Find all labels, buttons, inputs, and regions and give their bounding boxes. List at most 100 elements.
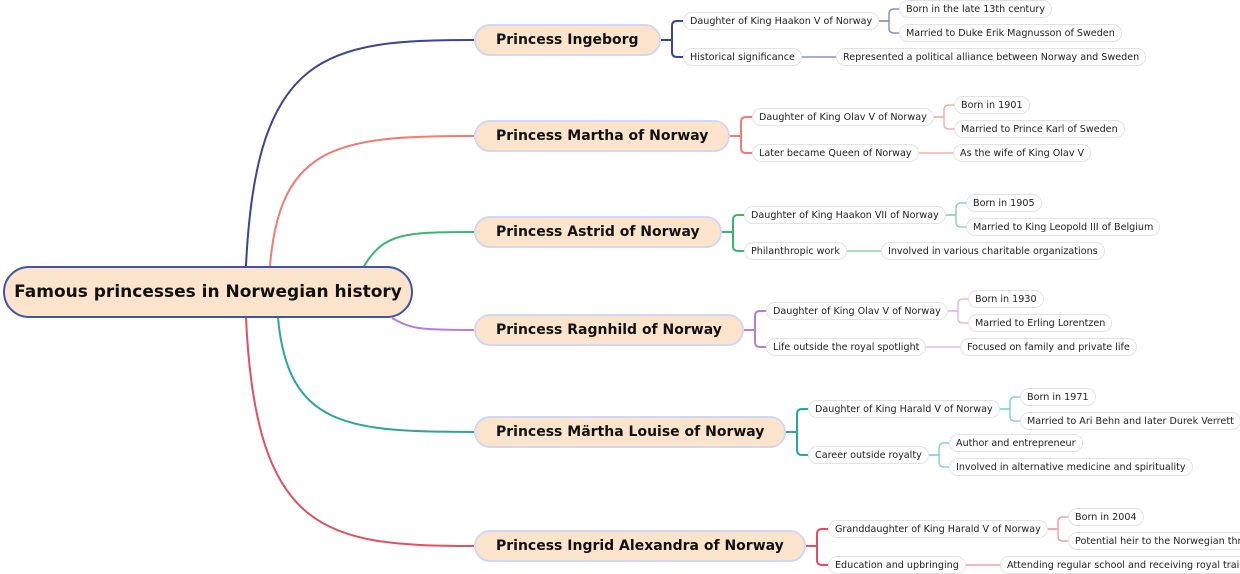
subtopic-label: Education and upbringing <box>835 559 959 571</box>
root-connector <box>245 39 475 267</box>
detail-topic-label: Born in 1971 <box>1027 391 1089 403</box>
detail-topic[interactable]: Married to Duke Erik Magnusson of Sweden <box>899 24 1122 42</box>
detail-topic[interactable]: Potential heir to the Norwegian throne <box>1068 532 1240 550</box>
subtopic[interactable]: Philanthropic work <box>744 242 847 260</box>
subtopic-label: Granddaughter of King Harald V of Norway <box>835 523 1041 535</box>
detail-topic[interactable]: Married to Erling Lorentzen <box>968 314 1113 332</box>
subtopic-connector-0 <box>1048 516 1068 530</box>
detail-topic-label: Married to Erling Lorentzen <box>975 317 1106 329</box>
subtopic[interactable]: Historical significance <box>683 48 802 66</box>
detail-topic[interactable]: Born in 1901 <box>954 96 1030 114</box>
branch-connector-0 <box>730 116 752 137</box>
detail-topic[interactable]: Born in 2004 <box>1068 508 1144 526</box>
subtopic-connector-0 <box>946 202 966 216</box>
detail-topic[interactable]: Born in 1971 <box>1020 388 1096 406</box>
detail-topic-label: Focused on family and private life <box>967 341 1130 353</box>
main-topic-label: Princess Ingrid Alexandra of Norway <box>496 538 784 554</box>
detail-topic-label: Born in the late 13th century <box>906 3 1046 15</box>
detail-topic-label: Involved in alternative medicine and spi… <box>956 461 1186 473</box>
main-topic-label: Princess Ingeborg <box>496 32 639 48</box>
detail-topic-label: Born in 2004 <box>1075 511 1137 523</box>
detail-topic[interactable]: Involved in various charitable organizat… <box>881 242 1105 260</box>
branch-connector-0 <box>744 310 766 331</box>
branch-connector-1 <box>786 431 808 456</box>
subtopic[interactable]: Daughter of King Haakon VII of Norway <box>744 206 946 224</box>
subtopic-connector-1 <box>929 454 949 468</box>
subtopic-connector-1 <box>934 116 954 130</box>
detail-topic-label: Married to Prince Karl of Sweden <box>961 123 1118 135</box>
subtopic-label: Daughter of King Olav V of Norway <box>759 111 927 123</box>
root-connector <box>277 317 475 433</box>
subtopic-connector-0 <box>929 442 949 456</box>
detail-topic-label: Born in 1901 <box>961 99 1023 111</box>
subtopic-connector-1 <box>1048 528 1068 542</box>
root-topic[interactable]: Famous princesses in Norwegian history <box>3 266 413 318</box>
main-topic[interactable]: Princess Märtha Louise of Norway <box>474 416 787 448</box>
subtopic[interactable]: Daughter of King Harald V of Norway <box>808 400 1000 418</box>
detail-topic-label: Married to King Leopold III of Belgium <box>973 221 1154 233</box>
subtopic-label: Life outside the royal spotlight <box>773 341 920 353</box>
subtopic[interactable]: Life outside the royal spotlight <box>766 338 927 356</box>
root-connector <box>391 317 475 331</box>
detail-topic-label: As the wife of King Olav V <box>960 147 1085 159</box>
subtopic[interactable]: Later became Queen of Norway <box>752 144 919 162</box>
main-topic[interactable]: Princess Ingrid Alexandra of Norway <box>474 530 806 562</box>
subtopic[interactable]: Daughter of King Haakon V of Norway <box>683 12 880 30</box>
detail-topic[interactable]: Born in 1905 <box>966 194 1042 212</box>
main-topic-label: Princess Ragnhild of Norway <box>496 322 722 338</box>
detail-topic[interactable]: Married to King Leopold III of Belgium <box>966 218 1161 236</box>
detail-topic-label: Author and entrepreneur <box>956 437 1076 449</box>
root-connector <box>269 135 475 267</box>
subtopic-connector-1 <box>879 20 899 34</box>
subtopic[interactable]: Career outside royalty <box>808 446 929 464</box>
main-topic-label: Princess Martha of Norway <box>496 128 709 144</box>
subtopic-label: Philanthropic work <box>751 245 840 257</box>
branch-connector-1 <box>730 135 752 154</box>
detail-topic[interactable]: Born in 1930 <box>968 290 1044 308</box>
detail-topic[interactable]: Focused on family and private life <box>960 338 1137 356</box>
detail-topic-label: Represented a political alliance between… <box>843 51 1140 63</box>
detail-topic[interactable]: As the wife of King Olav V <box>953 144 1092 162</box>
subtopic[interactable]: Daughter of King Olav V of Norway <box>752 108 934 126</box>
detail-topic[interactable]: Attending regular school and receiving r… <box>1000 556 1240 574</box>
subtopic-label: Historical significance <box>690 51 795 63</box>
subtopic[interactable]: Daughter of King Olav V of Norway <box>766 302 948 320</box>
subtopic-connector-1 <box>1000 408 1020 422</box>
detail-topic-label: Born in 1905 <box>973 197 1035 209</box>
subtopic-label: Daughter of King Olav V of Norway <box>773 305 941 317</box>
subtopic-connector-0 <box>934 104 954 118</box>
detail-topic-label: Involved in various charitable organizat… <box>888 245 1098 257</box>
branch-connector-0 <box>661 20 683 41</box>
detail-topic[interactable]: Married to Ari Behn and later Durek Verr… <box>1020 412 1240 430</box>
detail-topic-label: Potential heir to the Norwegian throne <box>1075 535 1240 547</box>
subtopic-connector-0 <box>948 298 968 312</box>
detail-topic[interactable]: Married to Prince Karl of Sweden <box>954 120 1125 138</box>
root-connector <box>363 231 475 267</box>
subtopic-connector-0 <box>1000 396 1020 410</box>
branch-connector-0 <box>722 214 744 233</box>
detail-topic[interactable]: Represented a political alliance between… <box>836 48 1147 66</box>
main-topic-label: Princess Astrid of Norway <box>496 224 700 240</box>
branch-connector-1 <box>661 39 683 58</box>
subtopic-connector-1 <box>948 310 968 324</box>
detail-topic[interactable]: Author and entrepreneur <box>949 434 1083 452</box>
detail-topic[interactable]: Born in the late 13th century <box>899 0 1053 18</box>
main-topic[interactable]: Princess Martha of Norway <box>474 120 731 152</box>
subtopic-label: Daughter of King Haakon VII of Norway <box>751 209 939 221</box>
main-topic-label: Princess Märtha Louise of Norway <box>496 424 765 440</box>
subtopic-connector-1 <box>946 214 966 228</box>
subtopic[interactable]: Granddaughter of King Harald V of Norway <box>828 520 1048 538</box>
subtopic-label: Daughter of King Haakon V of Norway <box>690 15 873 27</box>
detail-topic[interactable]: Involved in alternative medicine and spi… <box>949 458 1193 476</box>
branch-connector-1 <box>722 231 744 252</box>
root-connector <box>245 317 475 547</box>
subtopic-label: Daughter of King Harald V of Norway <box>815 403 993 415</box>
subtopic[interactable]: Education and upbringing <box>828 556 966 574</box>
main-topic[interactable]: Princess Ragnhild of Norway <box>474 314 744 346</box>
branch-connector-0 <box>806 528 828 547</box>
main-topic[interactable]: Princess Astrid of Norway <box>474 216 722 248</box>
main-topic[interactable]: Princess Ingeborg <box>474 24 661 56</box>
branch-connector-0 <box>786 408 808 433</box>
detail-topic-label: Born in 1930 <box>975 293 1037 305</box>
